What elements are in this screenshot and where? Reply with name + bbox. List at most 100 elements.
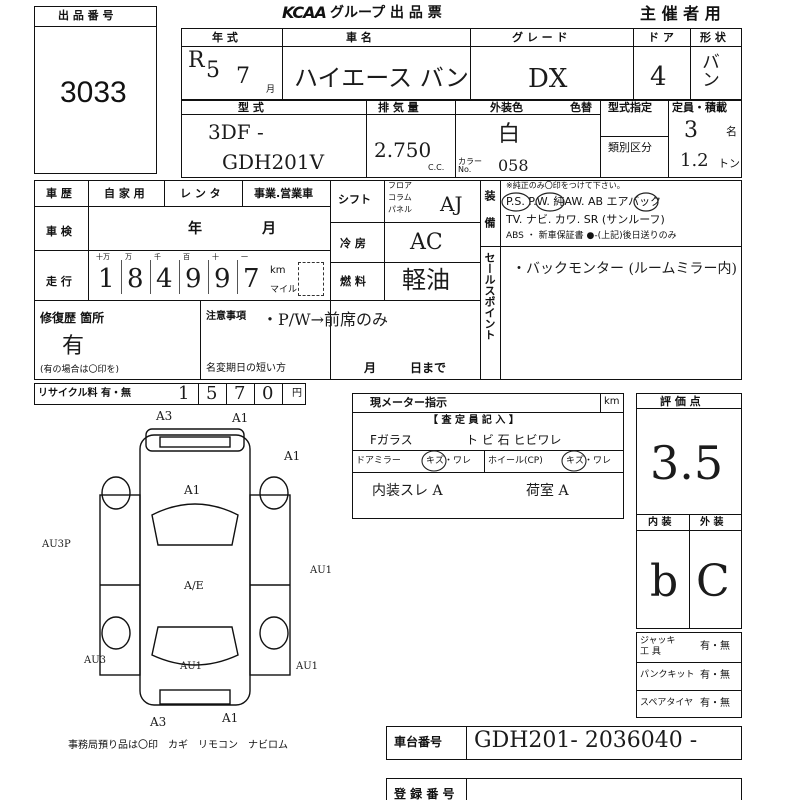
sales-points-text: ・バックモンター (ルームミラー内)	[512, 261, 737, 277]
mark-left: AU3P	[42, 539, 71, 550]
puncture-kit-option: 有・無	[700, 670, 730, 681]
equipment-label: 装 備	[483, 190, 496, 234]
mile-label: マイル	[270, 285, 298, 295]
inspector-header: 【 査 定 員 記 入 】	[428, 415, 519, 426]
equipment-line2: TV. ナビ. カワ. SR (サンルーフ)	[506, 213, 665, 226]
mark-right-low: AU1	[296, 661, 319, 672]
name-change-month: 月	[364, 361, 377, 375]
mileage-digit-divider	[121, 260, 123, 294]
registration-block	[386, 778, 742, 800]
spare-tire-option: 有・無	[700, 698, 730, 709]
recycle-digit: 5	[206, 383, 218, 404]
fuel-label: 燃 料	[340, 275, 366, 288]
load-value: 1.2	[680, 150, 709, 171]
meter-km: km	[604, 396, 620, 407]
displacement-label: 排 気 量	[378, 101, 419, 114]
inspection-month-unit: 月	[262, 221, 276, 237]
grade-label: グ レ ー ド	[512, 31, 568, 44]
mileage-digit-divider	[150, 260, 152, 294]
shift-value: AJ	[440, 192, 463, 216]
chassis-label: 車台番号	[394, 735, 443, 749]
mileage-digit: 4	[156, 264, 173, 294]
score-label: 評 価 点	[660, 395, 701, 408]
mileage-digit-label: 百	[183, 253, 190, 261]
tools-block	[636, 632, 742, 718]
color-change-label: 色替	[570, 101, 592, 114]
recycle-digit-divider	[198, 383, 200, 405]
mark-centre-low: AU1	[180, 661, 203, 672]
form-title: グループ 出 品 票	[330, 5, 442, 21]
cc-unit: C.C.	[428, 163, 445, 172]
meter-label: 現メーター指示	[370, 396, 447, 409]
mileage-digit: 9	[185, 264, 202, 294]
inspection-label: 車 検	[46, 225, 72, 238]
mileage-digit-label: 千	[154, 253, 161, 261]
repair-label: 修復歴 箇所	[40, 311, 105, 325]
recycle-digit-divider	[254, 383, 256, 405]
mileage-digit-divider	[208, 260, 210, 294]
shape-value: バン	[699, 52, 720, 88]
vehicle-info-row2	[181, 100, 742, 178]
mileage-digit: 7	[243, 264, 260, 294]
mileage-digit-label: 十万	[96, 253, 110, 261]
fuel-value: 軽油	[402, 266, 450, 294]
equipment-line1: P.S. P.W. 純AW. AB エアバック	[506, 195, 662, 208]
puncture-kit-label: パンクキット	[640, 670, 695, 680]
grade-value: DX	[528, 64, 568, 94]
equipment-line3: ABS ・ 新車保証書 ●-(上記)後日送りのみ	[506, 231, 677, 241]
mileage-digit: 8	[127, 264, 144, 294]
vehicle-damage-diagram	[99, 428, 291, 706]
mark-left-low: AU3	[84, 655, 107, 666]
inspector-remark-cargo: 荷室 A	[526, 483, 569, 499]
recycle-yen: 円	[292, 388, 302, 399]
shape-label: 形 状	[700, 31, 726, 44]
inspector-circles	[421, 450, 587, 472]
car-name-label: 車 名	[346, 31, 372, 44]
doors-label: ド ア	[648, 31, 674, 44]
kcaa-logo: KCAA	[282, 3, 327, 22]
mileage-digit: 9	[214, 264, 231, 294]
color-number-label: カラー No.	[458, 157, 482, 174]
inspection-year-unit: 年	[188, 221, 202, 237]
year-era: R	[188, 48, 205, 73]
private-use-label: 自 家 用	[104, 187, 145, 200]
mark-bottom-right: A1	[222, 711, 239, 725]
lot-number-box	[34, 6, 157, 174]
persons-unit: 名	[726, 125, 737, 138]
km-label: km	[270, 265, 286, 276]
mileage-label: 走 行	[46, 275, 72, 288]
mark-roof: A1	[184, 483, 201, 497]
displacement-value: 2.750	[374, 138, 432, 162]
glass-label: Fガラス	[370, 433, 413, 447]
recycle-digit-divider	[282, 383, 284, 405]
business-use-label: 事業.営業車	[254, 187, 314, 200]
notes-label: 注意事項	[206, 311, 246, 322]
exterior-grade: C	[696, 556, 730, 607]
mileage-digit-label: 一	[241, 253, 248, 261]
interior-label: 内 装	[648, 517, 672, 528]
mark-top-left: A3	[156, 409, 173, 423]
ac-label: 冷 房	[340, 237, 366, 250]
inspector-block	[352, 393, 624, 519]
score-value: 3.5	[650, 436, 724, 490]
doors-value: 4	[650, 62, 667, 92]
mark-bottom-left: A3	[150, 715, 167, 729]
load-unit: トン	[718, 157, 740, 170]
capacity-persons: 3	[684, 118, 698, 143]
recycle-digit: 7	[234, 383, 246, 404]
recycle-label: リサイクル料 有・無	[38, 388, 131, 399]
mirror-label: ドアミラー	[356, 456, 401, 466]
mark-right-top: A1	[284, 449, 301, 463]
month-value: 7	[236, 64, 250, 89]
model-designation-label: 型式指定	[608, 101, 652, 114]
spare-tire-label: スペアタイヤ	[640, 698, 694, 708]
recycle-box	[34, 383, 306, 405]
mileage-digit-divider	[237, 260, 239, 294]
recycle-digit: 1	[178, 383, 190, 404]
month-unit: 月	[266, 85, 276, 95]
mileage-digit-label: 万	[125, 253, 132, 261]
interior-grade: b	[650, 556, 679, 607]
mile-checkbox[interactable]	[298, 262, 324, 296]
repair-value: 有	[62, 334, 85, 359]
name-change-label: 名変期日の短い方	[206, 363, 286, 374]
